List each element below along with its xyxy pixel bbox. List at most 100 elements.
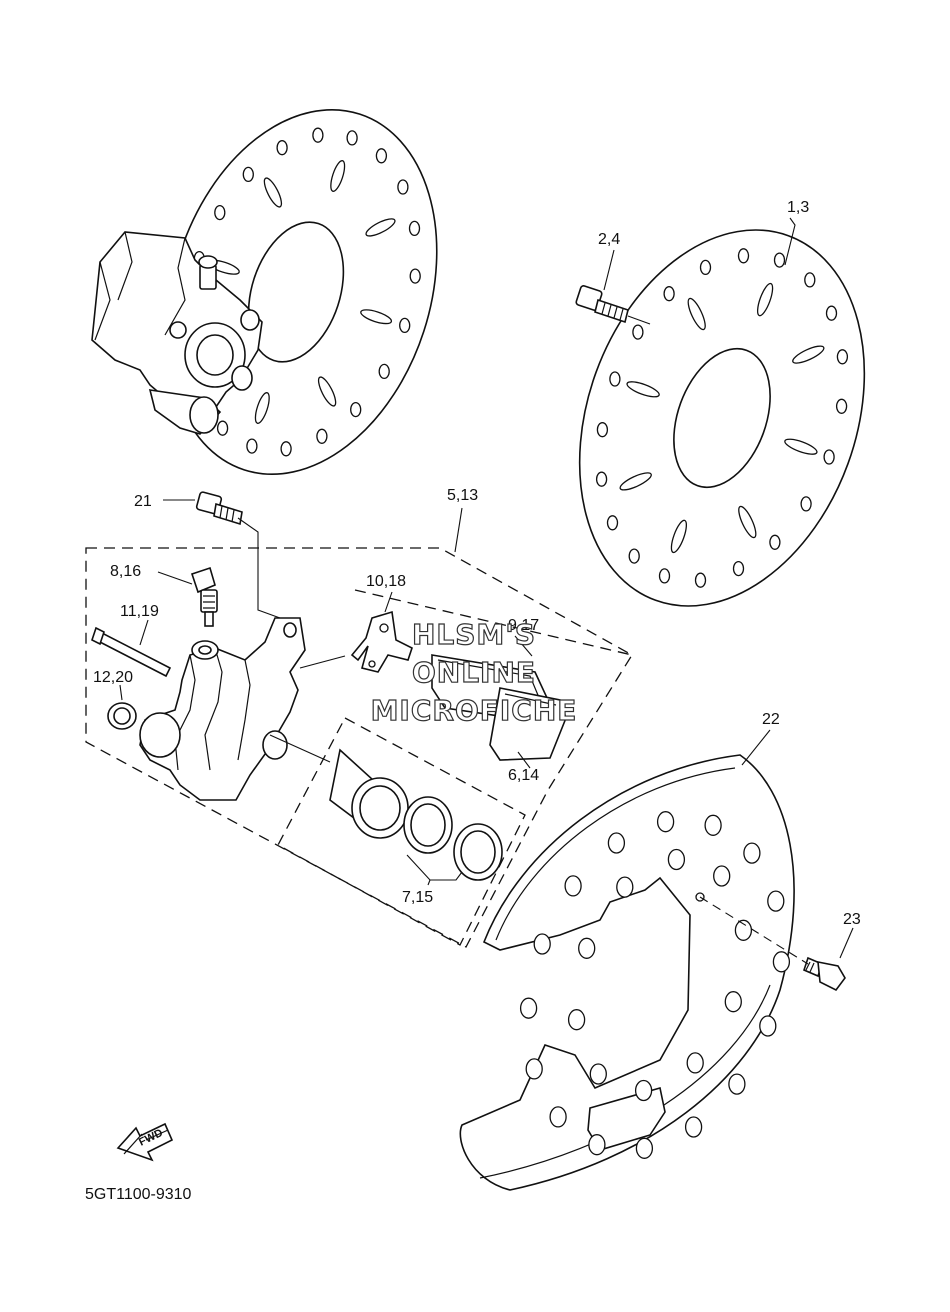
callout-10-18: 10,18 xyxy=(366,573,406,590)
disc-hole xyxy=(408,220,421,237)
guard-hole xyxy=(772,951,791,973)
pad-spring xyxy=(350,610,413,673)
caliper-assembly-group-outline xyxy=(85,547,633,948)
disc-hole xyxy=(350,401,362,418)
disc-hole xyxy=(694,572,707,588)
disc-bolt xyxy=(575,285,651,325)
disc-hole xyxy=(836,349,849,365)
callout-8-16: 8,16 xyxy=(110,563,141,580)
disc-hole xyxy=(737,248,750,264)
disc-hole xyxy=(216,420,229,436)
disc-slot xyxy=(360,309,393,325)
disc-hole xyxy=(609,371,621,387)
disc-hole xyxy=(409,268,421,284)
guard-hole xyxy=(607,832,626,854)
slide-pin xyxy=(91,626,172,678)
callout-21: 21 xyxy=(134,493,152,510)
guard-hole xyxy=(759,1015,777,1037)
disc-hole xyxy=(596,422,609,438)
watermark-line-2: ONLINE xyxy=(412,656,536,689)
disc-hole xyxy=(595,471,608,487)
brake-pad-outer xyxy=(489,687,567,761)
guard-hole xyxy=(667,848,686,871)
disc-slot xyxy=(687,297,706,331)
disc-slot xyxy=(784,438,818,455)
disc-hole xyxy=(280,441,292,457)
leader-lines xyxy=(119,217,854,959)
callout-7-15: 7,15 xyxy=(402,889,433,906)
guard-hole xyxy=(533,933,551,955)
watermark-line-1: HLSM'S xyxy=(412,618,536,651)
guard-hole xyxy=(635,1137,654,1159)
guard-hole xyxy=(684,1116,703,1138)
guard-hole xyxy=(616,876,634,898)
guard-hole xyxy=(713,865,731,887)
guard-hole xyxy=(578,937,596,959)
disc-hole xyxy=(246,438,258,454)
disc-hole xyxy=(658,568,671,584)
disc-hole xyxy=(800,496,812,512)
guard-hole xyxy=(686,1052,704,1074)
disc-hole xyxy=(835,398,848,414)
guard-hole xyxy=(525,1058,543,1080)
disc-hole xyxy=(825,305,838,321)
disc-slot xyxy=(263,177,283,208)
bleed-screw xyxy=(190,566,218,627)
disc-hole xyxy=(773,252,786,268)
callout-1-3: 1,3 xyxy=(787,199,809,216)
callout-22: 22 xyxy=(762,711,780,728)
disc-hole xyxy=(606,515,619,531)
callout-2-4: 2,4 xyxy=(598,231,620,248)
disc-hole xyxy=(316,428,328,444)
disc-hole xyxy=(214,204,226,221)
caliper-piston xyxy=(329,748,409,839)
disc-guard xyxy=(459,754,795,1191)
watermark: HLSM'S ONLINE MICROFICHE xyxy=(370,617,578,727)
guard-hole xyxy=(656,811,675,833)
disc-slot xyxy=(626,381,660,398)
guard-hole xyxy=(728,1073,746,1095)
watermark-line-3: MICROFICHE xyxy=(371,694,578,727)
callout-6-14: 6,14 xyxy=(508,767,539,784)
guard-hole xyxy=(564,875,582,897)
caliper-body xyxy=(139,617,346,801)
disc-slot xyxy=(254,392,270,424)
disc-hole xyxy=(699,259,712,276)
guard-hole xyxy=(519,997,538,1019)
disc-slot xyxy=(670,519,688,554)
disc-hole xyxy=(397,179,409,195)
disc-hole xyxy=(823,449,835,465)
guard-bolt xyxy=(699,896,846,992)
callout-5-13: 5,13 xyxy=(447,487,478,504)
disc-hole xyxy=(628,548,640,564)
guard-hole xyxy=(724,991,742,1013)
disc-hole xyxy=(378,363,390,380)
diagram-code: 5GT1100-9310 xyxy=(85,1186,192,1203)
guard-hole xyxy=(589,1063,607,1085)
disc-slot xyxy=(738,505,757,539)
disc-hole xyxy=(632,324,644,340)
guard-hole xyxy=(567,1009,586,1031)
disc-hole xyxy=(399,317,411,334)
guard-hole xyxy=(743,842,761,864)
guard-hole xyxy=(704,814,722,836)
callout-labels: 1,3 2,4 21 5,13 8,16 10,18 9,17 11,19 12… xyxy=(93,199,861,928)
guard-hole xyxy=(549,1106,567,1128)
disc-hole xyxy=(732,560,745,577)
assembled-brake-caliper xyxy=(91,231,263,435)
guard-hole xyxy=(588,1134,606,1156)
callout-12-20: 12,20 xyxy=(93,669,133,686)
disc-slot xyxy=(619,472,652,491)
disc-slot xyxy=(756,282,774,317)
guard-hole xyxy=(734,919,753,941)
disc-slot xyxy=(792,345,825,364)
disc-hole xyxy=(312,127,324,143)
disc-hole xyxy=(663,286,675,302)
forward-arrow-icon: FWD xyxy=(116,1122,174,1162)
disc-hole xyxy=(242,166,254,183)
disc-slot xyxy=(365,218,396,237)
pin-boot xyxy=(107,702,137,730)
brake-disc xyxy=(578,229,866,607)
disc-hole xyxy=(375,148,388,164)
